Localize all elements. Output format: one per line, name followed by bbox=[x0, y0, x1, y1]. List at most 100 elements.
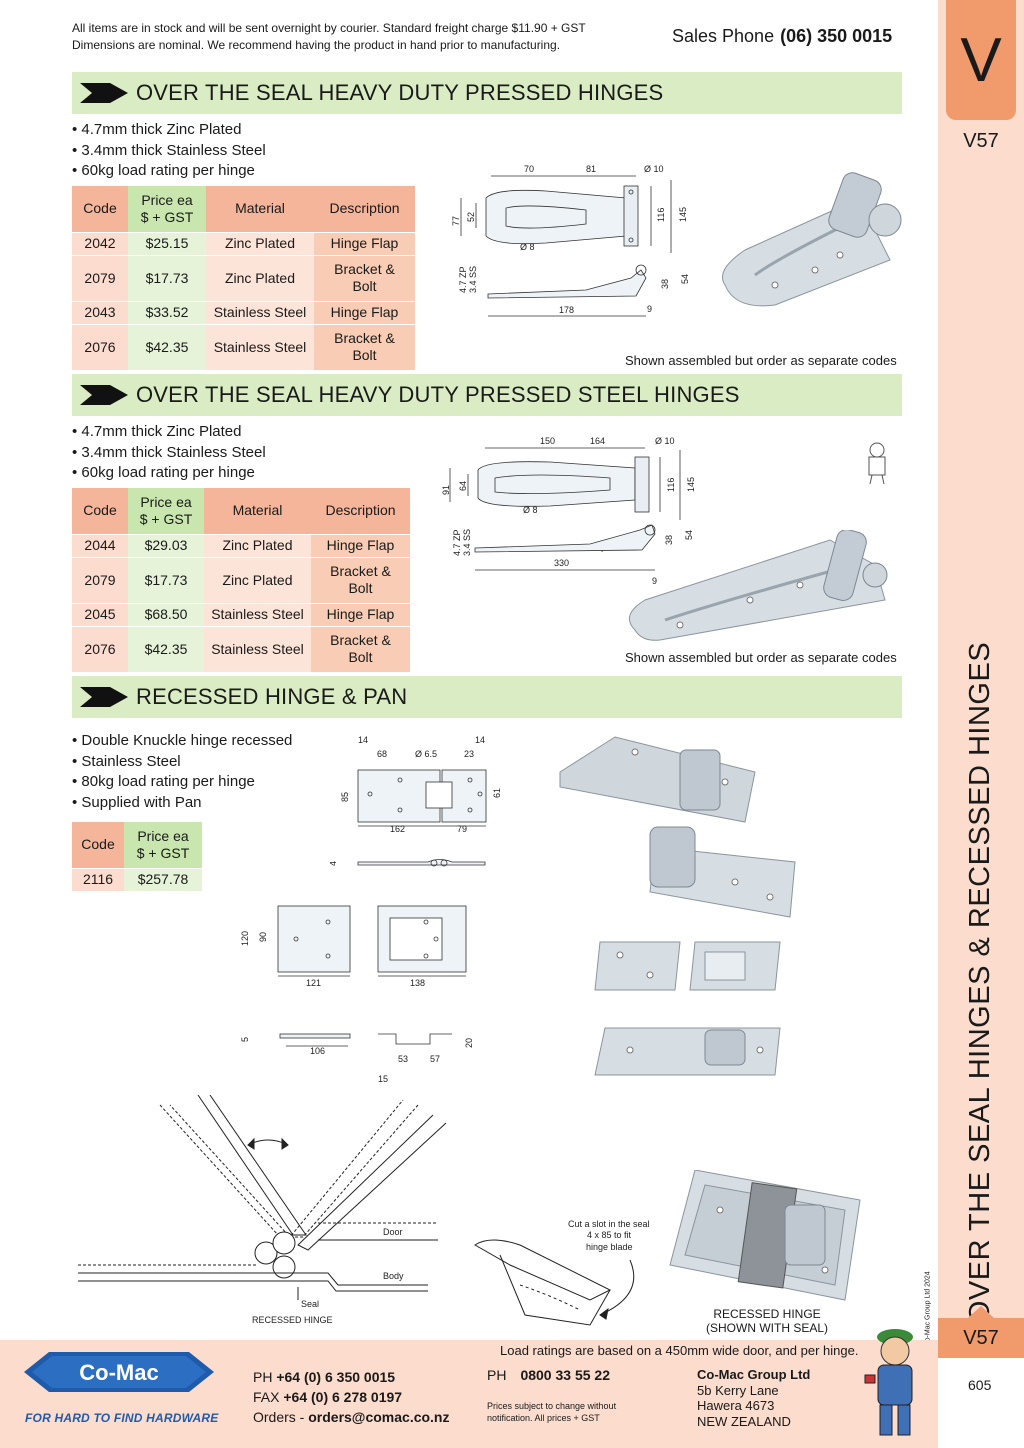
dim-label: 4.7 ZP bbox=[452, 529, 462, 556]
col-price-l2: $ + GST bbox=[136, 844, 190, 861]
arrow-icon bbox=[80, 687, 128, 707]
cell-description: Bracket &Bolt bbox=[311, 556, 410, 603]
photo-caption-line-2: (SHOWN WITH SEAL) bbox=[706, 1321, 828, 1335]
cell-code: 2079 bbox=[72, 254, 128, 301]
cell-price: $29.03 bbox=[128, 533, 204, 557]
cell-price: $17.73 bbox=[128, 254, 206, 301]
recessed-hinge-photo-caption: RECESSED HINGE (SHOWN WITH SEAL) bbox=[697, 1307, 837, 1335]
sales-phone-number[interactable]: (06) 350 0015 bbox=[780, 26, 893, 46]
section-1-technical-drawing: 70 81 Ø 10 77 52 116 145 Ø 8 4.7 ZP 3.4 … bbox=[451, 164, 690, 317]
cell-material: Zinc Plated bbox=[204, 533, 311, 557]
comac-logo: Co-Mac bbox=[24, 1352, 214, 1392]
cell-material: Stainless Steel bbox=[204, 602, 311, 626]
cell-description: Bracket &Bolt bbox=[314, 254, 415, 301]
cell-description-l2: Bolt bbox=[352, 278, 377, 294]
vertical-title-text: OVER THE SEAL HINGES & RECESSED HINGES bbox=[964, 641, 997, 1324]
diagram-label-door: Door bbox=[383, 1227, 403, 1237]
dim-label: 3.4 SS bbox=[462, 529, 472, 556]
recessed-hinge-seal-photo bbox=[669, 1170, 861, 1301]
dim-label: Ø 10 bbox=[644, 164, 664, 174]
mascot-illustration bbox=[864, 1329, 913, 1436]
cell-code: 2043 bbox=[72, 300, 128, 324]
col-code: Code bbox=[72, 822, 124, 868]
phone-label: PH bbox=[253, 1369, 273, 1385]
cell-price: $257.78 bbox=[124, 867, 202, 891]
dim-label: 91 bbox=[441, 485, 451, 495]
cell-description-l1: Bracket & bbox=[330, 632, 391, 649]
page-footer: Co-Mac FOR HARD TO FIND HARDWARE PH +64 … bbox=[0, 1340, 938, 1448]
page-number: 605 bbox=[968, 1377, 992, 1393]
table-row: 2045 $68.50 Stainless Steel Hinge Flap bbox=[72, 602, 410, 626]
freephone-number[interactable]: 0800 33 55 22 bbox=[520, 1367, 610, 1383]
vertical-title: OVER THE SEAL HINGES & RECESSED HINGES bbox=[951, 642, 1011, 1323]
section-2-caption: Shown assembled but order as separate co… bbox=[625, 650, 897, 665]
sales-phone-label: Sales Phone bbox=[672, 26, 775, 46]
load-rating-note: Load ratings are based on a 450mm wide d… bbox=[500, 1343, 859, 1358]
dim-label: 52 bbox=[466, 212, 476, 222]
cell-code: 2076 bbox=[72, 323, 128, 370]
cell-price: $17.73 bbox=[128, 556, 204, 603]
photo-caption-line-1: RECESSED HINGE bbox=[713, 1307, 821, 1321]
cell-description-l1: Bracket & bbox=[330, 563, 391, 579]
cell-description-l2: Bolt bbox=[352, 347, 377, 364]
dim-label: Ø 6.5 bbox=[415, 749, 437, 759]
col-price-l1: Price ea bbox=[141, 191, 193, 208]
cell-price: $68.50 bbox=[128, 602, 204, 626]
dim-label: 54 bbox=[684, 530, 694, 540]
cell-code: 2044 bbox=[72, 533, 128, 557]
dim-label: 330 bbox=[554, 558, 569, 568]
section-3-title: RECESSED HINGE & PAN bbox=[136, 684, 408, 709]
company-name: Co-Mac Group Ltd bbox=[697, 1367, 811, 1382]
section-1-table: Code Price ea$ + GST Material Descriptio… bbox=[72, 186, 415, 370]
dim-label: 121 bbox=[306, 978, 321, 988]
logo-text: Co-Mac bbox=[79, 1360, 158, 1385]
col-price: Price ea$ + GST bbox=[124, 822, 202, 868]
dim-label: 81 bbox=[586, 164, 596, 174]
col-code: Code bbox=[72, 186, 128, 232]
cell-code: 2042 bbox=[72, 231, 128, 255]
fax-number: +64 (0) 6 278 0197 bbox=[283, 1389, 403, 1405]
cell-description: Hinge Flap bbox=[314, 300, 415, 324]
dim-label: 79 bbox=[457, 824, 467, 834]
diagram-label-seal: Seal bbox=[301, 1299, 319, 1309]
cell-material: Zinc Plated bbox=[206, 254, 314, 301]
page-code-top: V57 bbox=[963, 130, 999, 152]
arrow-icon bbox=[80, 83, 128, 103]
footer-contact: PH +64 (0) 6 350 0015 FAX +64 (0) 6 278 … bbox=[253, 1367, 450, 1427]
freephone-label: PH bbox=[487, 1367, 507, 1383]
fax-label: FAX bbox=[253, 1389, 280, 1405]
address-line: Hawera 4673 bbox=[697, 1398, 775, 1413]
dim-label: 14 bbox=[358, 735, 368, 745]
section-2-bullets: 4.7mm thick Zinc Plated 3.4mm thick Stai… bbox=[72, 422, 265, 484]
phone-number[interactable]: +64 (0) 6 350 0015 bbox=[276, 1369, 396, 1385]
section-1-header: OVER THE SEAL HEAVY DUTY PRESSED HINGES bbox=[72, 72, 902, 114]
dim-label: 85 bbox=[340, 792, 350, 802]
orders-label: Orders - bbox=[253, 1409, 305, 1425]
hinge-photo-2 bbox=[628, 530, 888, 641]
bullet-item: 3.4mm thick Stainless Steel bbox=[72, 141, 265, 162]
bullet-item: 60kg load rating per hinge bbox=[72, 161, 266, 182]
section-3-header: RECESSED HINGE & PAN bbox=[72, 676, 902, 718]
cell-description-l1: Bracket & bbox=[334, 261, 395, 277]
page-code-bottom: V57 bbox=[938, 1306, 1024, 1358]
section-3-technical-drawings: 14 68 Ø 6.5 23 14 85 61 162 79 4 120 90 bbox=[330, 735, 502, 945]
cell-code: 2079 bbox=[72, 556, 128, 603]
dim-label: 150 bbox=[540, 436, 555, 446]
dim-label: Ø 8 bbox=[520, 242, 535, 252]
dim-label: 162 bbox=[390, 824, 405, 834]
bullet-item: 4.7mm thick Zinc Plated bbox=[72, 120, 266, 141]
section-1-title: OVER THE SEAL HEAVY DUTY PRESSED HINGES bbox=[136, 80, 664, 105]
orders-email-link[interactable]: orders@comac.co.nz bbox=[308, 1409, 450, 1425]
cell-code: 2045 bbox=[72, 602, 128, 626]
dim-label: Ø 10 bbox=[655, 436, 675, 446]
dim-label: 145 bbox=[686, 477, 696, 492]
table-row: 2042 $25.15 Zinc Plated Hinge Flap bbox=[72, 231, 415, 255]
cell-material: Stainless Steel bbox=[206, 323, 314, 370]
dim-label: 77 bbox=[451, 216, 461, 226]
dim-label: 178 bbox=[559, 305, 574, 315]
bullet-item: Supplied with Pan bbox=[72, 793, 292, 814]
dim-label: 38 bbox=[664, 535, 674, 545]
cell-description-l2: Bolt bbox=[348, 649, 373, 666]
dim-label: 57 bbox=[430, 1054, 440, 1064]
dim-label: 9 bbox=[647, 304, 652, 314]
